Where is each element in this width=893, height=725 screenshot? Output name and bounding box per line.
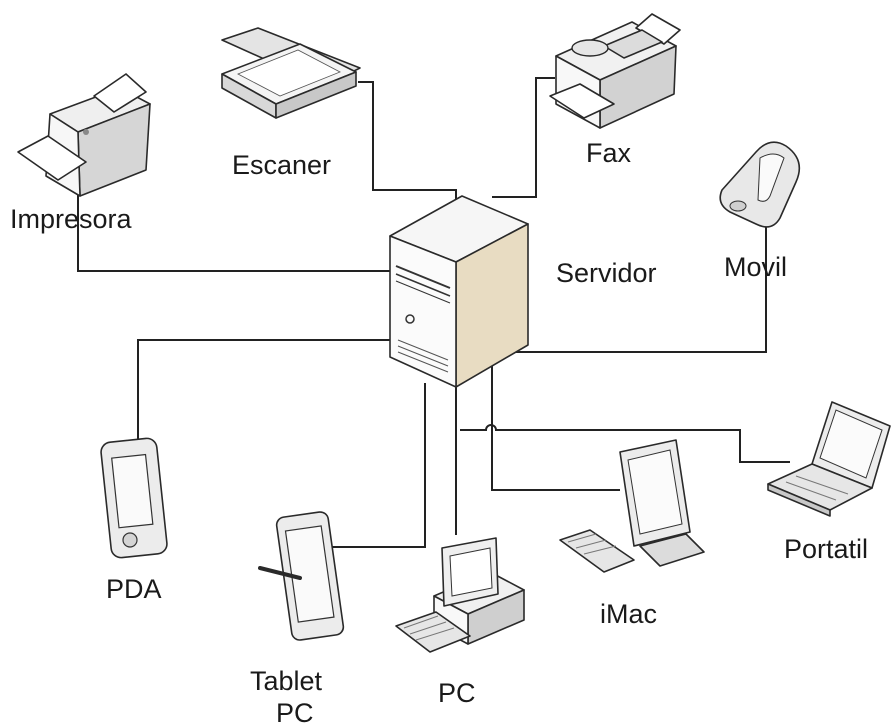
device-tablet[interactable]: Tablet PC (250, 511, 345, 725)
fax-icon (549, 13, 681, 129)
link-fax (492, 77, 555, 198)
link-movil (497, 205, 767, 353)
device-pc[interactable]: PC (395, 537, 525, 708)
movil-label: Movil (724, 252, 787, 282)
device-impresora[interactable]: Impresora (10, 73, 151, 234)
link-tablet (310, 383, 426, 548)
fax-label: Fax (586, 138, 632, 168)
imac-icon (559, 439, 705, 573)
link-pda (137, 339, 390, 470)
imac-label: iMac (600, 599, 657, 629)
printer-icon (17, 73, 151, 197)
escaner-label: Escaner (232, 150, 331, 180)
link-impresora (77, 183, 392, 272)
connections (77, 77, 790, 548)
device-imac[interactable]: iMac (559, 439, 705, 629)
server-tower-icon (389, 195, 529, 388)
link-imac (491, 362, 620, 491)
impresora-label: Impresora (10, 204, 133, 234)
server-label: Servidor (556, 258, 657, 288)
device-escaner[interactable]: Escaner (221, 27, 361, 180)
portatil-label: Portatil (784, 534, 868, 564)
desktop-pc-icon (395, 537, 525, 653)
pc-label: PC (438, 678, 476, 708)
device-portatil[interactable]: Portatil (767, 401, 891, 564)
tablet-pc-icon (258, 511, 345, 641)
device-movil[interactable]: Movil (719, 141, 801, 282)
scanner-icon (221, 27, 361, 119)
device-pda[interactable]: PDA (100, 437, 168, 604)
mobile-phone-icon (719, 141, 801, 228)
pda-label: PDA (106, 574, 162, 604)
pda-icon (100, 437, 168, 559)
tablet-label-line1: Tablet (250, 666, 323, 696)
server-node[interactable]: Servidor (389, 195, 657, 388)
link-portatil (460, 424, 790, 463)
tablet-label-line2: PC (276, 698, 314, 725)
laptop-icon (767, 401, 891, 517)
device-fax[interactable]: Fax (549, 13, 681, 168)
